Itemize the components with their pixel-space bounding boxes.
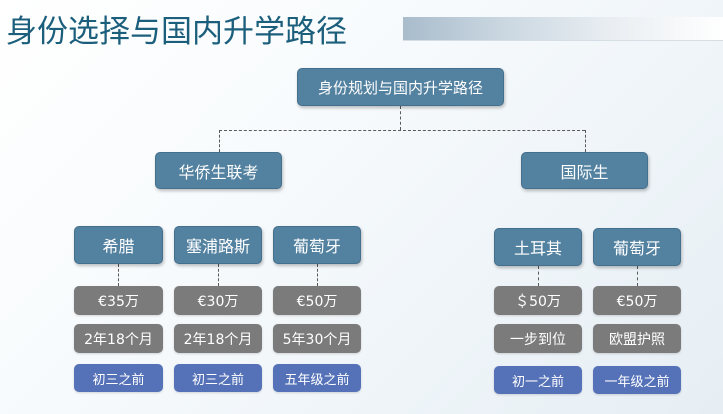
connector-cyprus [218,264,219,286]
connector-root-horizontal [219,130,585,131]
title-accent-line [403,40,723,41]
connector-root-down [400,106,401,130]
cost-turkey: ＄50万 [494,286,582,315]
connector-to-branch-1 [219,130,220,152]
cost-portugal-2: €50万 [593,286,681,315]
connector-greece [118,264,119,286]
country-node-portugal: 葡萄牙 [273,226,361,264]
duration-greece: 2年18个月 [74,324,163,353]
connector-turkey [538,266,539,286]
country-node-portugal-2: 葡萄牙 [593,228,681,266]
branch-node-overseas-chinese-exam: 华侨生联考 [155,152,282,189]
deadline-greece: 初三之前 [74,364,163,392]
deadline-cyprus: 初三之前 [174,364,262,392]
slide-title: 身份选择与国内升学路径 [6,14,347,50]
deadline-portugal: 五年级之前 [273,364,361,392]
deadline-turkey: 初一之前 [494,366,582,394]
duration-portugal: 5年30个月 [273,324,361,353]
title-accent-bar [403,17,723,40]
deadline-portugal-2: 一年级之前 [593,366,681,394]
branch-node-international-student: 国际生 [521,152,648,189]
cost-cyprus: €30万 [174,286,262,315]
root-node: 身份规划与国内升学路径 [297,68,504,106]
country-node-cyprus: 塞浦路斯 [174,226,262,264]
duration-portugal-2: 欧盟护照 [593,324,681,353]
country-node-greece: 希腊 [74,226,163,264]
duration-cyprus: 2年18个月 [174,324,262,353]
connector-portugal-2 [637,266,638,286]
cost-portugal: €50万 [273,286,361,315]
cost-greece: €35万 [74,286,163,315]
country-node-turkey: 土耳其 [494,228,582,266]
connector-to-branch-2 [585,130,586,152]
connector-portugal-1 [317,264,318,286]
duration-turkey: 一步到位 [494,324,582,353]
